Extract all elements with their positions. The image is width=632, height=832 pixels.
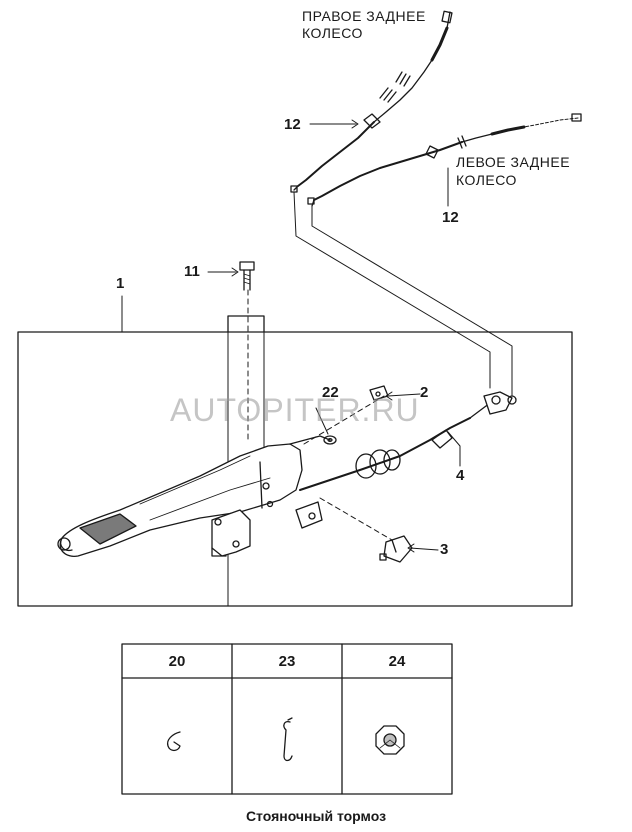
callout-12-left: 12 <box>442 209 459 226</box>
callout-4: 4 <box>456 467 465 484</box>
callout-1: 1 <box>116 275 125 292</box>
callout-2: 2 <box>420 384 429 401</box>
callout-3: 3 <box>440 541 449 558</box>
callout-11: 11 <box>184 263 200 280</box>
table-header-24: 24 <box>388 653 406 670</box>
table-header-23: 23 <box>278 653 296 670</box>
right-rear-cable <box>290 10 453 193</box>
diagram-caption: Стояночный тормоз <box>245 808 387 824</box>
callout-22: 22 <box>322 384 339 401</box>
part-20-hook <box>166 731 181 752</box>
part-3-clip <box>379 535 413 563</box>
table-header-20: 20 <box>168 653 186 670</box>
right-rear-wheel-label-line2: КОЛЕСО <box>302 25 363 41</box>
watermark: AUTOPITER.RU <box>170 392 420 428</box>
callout-12-right: 12 <box>284 116 301 133</box>
left-rear-wheel-label-line2: КОЛЕСО <box>456 172 517 188</box>
assembly-frame <box>17 315 573 607</box>
assembly-dashed-lines <box>247 289 393 541</box>
cable-routing <box>293 191 513 397</box>
part-24-nut <box>375 725 405 755</box>
right-rear-wheel-label-line1: ПРАВОЕ ЗАДНЕЕ <box>302 8 426 24</box>
parts-table <box>121 643 453 795</box>
equalizer-cable-4 <box>299 391 517 491</box>
lever-bracket <box>211 501 323 557</box>
part-23-spring-pin <box>283 717 293 762</box>
left-rear-wheel-label-line1: ЛЕВОЕ ЗАДНЕЕ <box>456 154 571 170</box>
bolt-11 <box>239 261 255 291</box>
left-rear-cable <box>307 113 582 207</box>
handbrake-lever <box>57 435 331 557</box>
leader-lines <box>121 119 461 553</box>
washer-22 <box>323 435 337 445</box>
